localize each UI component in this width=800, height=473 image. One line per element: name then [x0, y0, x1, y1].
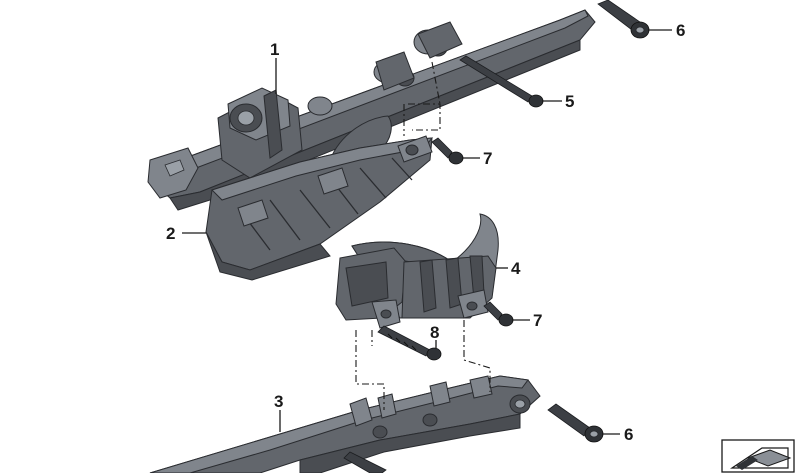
small-screw-upper[interactable]: [431, 137, 464, 165]
guide-bracket[interactable]: [335, 213, 499, 329]
callout-7-lower: 7: [533, 311, 542, 330]
callout-6-upper: 6: [676, 21, 685, 40]
callout-6-lower: 6: [624, 425, 633, 444]
threaded-bolt[interactable]: [377, 325, 442, 361]
callout-3: 3: [274, 392, 283, 411]
small-screw-lower[interactable]: [483, 301, 514, 327]
callout-4: 4: [511, 259, 521, 278]
long-bolt[interactable]: [459, 55, 544, 108]
callout-5: 5: [565, 92, 574, 111]
callout-leaders: [182, 29, 672, 435]
assembly-lines: [355, 61, 491, 410]
lower-rail[interactable]: [149, 375, 541, 473]
support-bracket[interactable]: [205, 115, 434, 281]
bolt-stub-bottom: [343, 451, 387, 473]
rivet-pin-upper[interactable]: [597, 0, 650, 39]
callout-8: 8: [430, 323, 439, 342]
callout-2: 2: [166, 224, 175, 243]
callout-1: 1: [270, 40, 279, 59]
callout-7-upper: 7: [483, 149, 492, 168]
view-direction-icon: [721, 439, 795, 473]
rivet-pin-lower[interactable]: [547, 403, 604, 443]
